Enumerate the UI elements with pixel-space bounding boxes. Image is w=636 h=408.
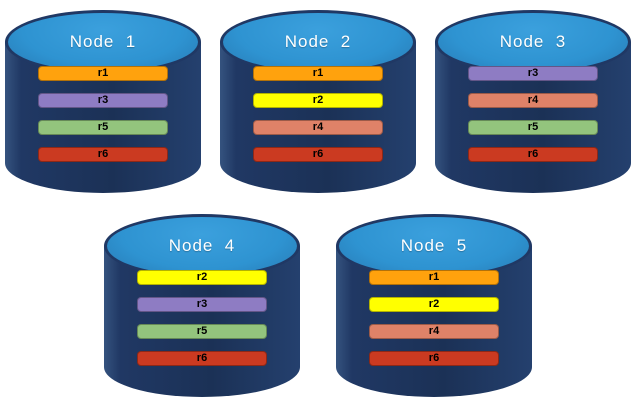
node-label: Node 5 [400,236,468,255]
cylinder-top: Node 1 [5,10,201,74]
replica-bars: r1 r3 r5 r6 [38,66,168,162]
node-label: Node 2 [284,32,352,51]
node-row-bottom: Node 4 r2 r3 r5 r6 Node 5 r1 r2 r4 r6 [0,214,636,397]
node-label: Node 4 [168,236,236,255]
node-cylinder-3: Node 3 r3 r4 r5 r6 [435,10,631,193]
replica-bar-r4: r4 [468,93,598,108]
replica-bar-r6: r6 [253,147,383,162]
replica-bar-r1: r1 [38,66,168,81]
node-cylinder-2: Node 2 r1 r2 r4 r6 [220,10,416,193]
node-label: Node 1 [69,32,137,51]
cylinder-top: Node 4 [104,214,300,278]
replica-bar-r3: r3 [38,93,168,108]
node-cylinder-4: Node 4 r2 r3 r5 r6 [104,214,300,397]
replica-bar-r5: r5 [468,120,598,135]
replica-bar-r3: r3 [137,297,267,312]
node-cylinder-5: Node 5 r1 r2 r4 r6 [336,214,532,397]
replica-bar-r4: r4 [253,120,383,135]
cylinder-top: Node 2 [220,10,416,74]
cylinder-top: Node 5 [336,214,532,278]
replica-bar-r4: r4 [369,324,499,339]
replica-bar-r6: r6 [468,147,598,162]
replica-bar-r2: r2 [369,297,499,312]
replica-bar-r5: r5 [137,324,267,339]
replica-bar-r1: r1 [253,66,383,81]
replica-bars: r1 r2 r4 r6 [253,66,383,162]
node-cylinder-1: Node 1 r1 r3 r5 r6 [5,10,201,193]
replica-bar-r6: r6 [38,147,168,162]
replica-bar-r2: r2 [137,270,267,285]
replica-bar-r2: r2 [253,93,383,108]
cylinder-top: Node 3 [435,10,631,74]
replica-bar-r6: r6 [369,351,499,366]
replica-bars: r3 r4 r5 r6 [468,66,598,162]
node-label: Node 3 [499,32,567,51]
replica-bars: r1 r2 r4 r6 [369,270,499,366]
replica-bars: r2 r3 r5 r6 [137,270,267,366]
node-row-top: Node 1 r1 r3 r5 r6 Node 2 r1 r2 r4 r6 Node 3 r3 r4 r5… [0,0,636,193]
replica-bar-r3: r3 [468,66,598,81]
replica-bar-r1: r1 [369,270,499,285]
replica-bar-r6: r6 [137,351,267,366]
replica-bar-r5: r5 [38,120,168,135]
